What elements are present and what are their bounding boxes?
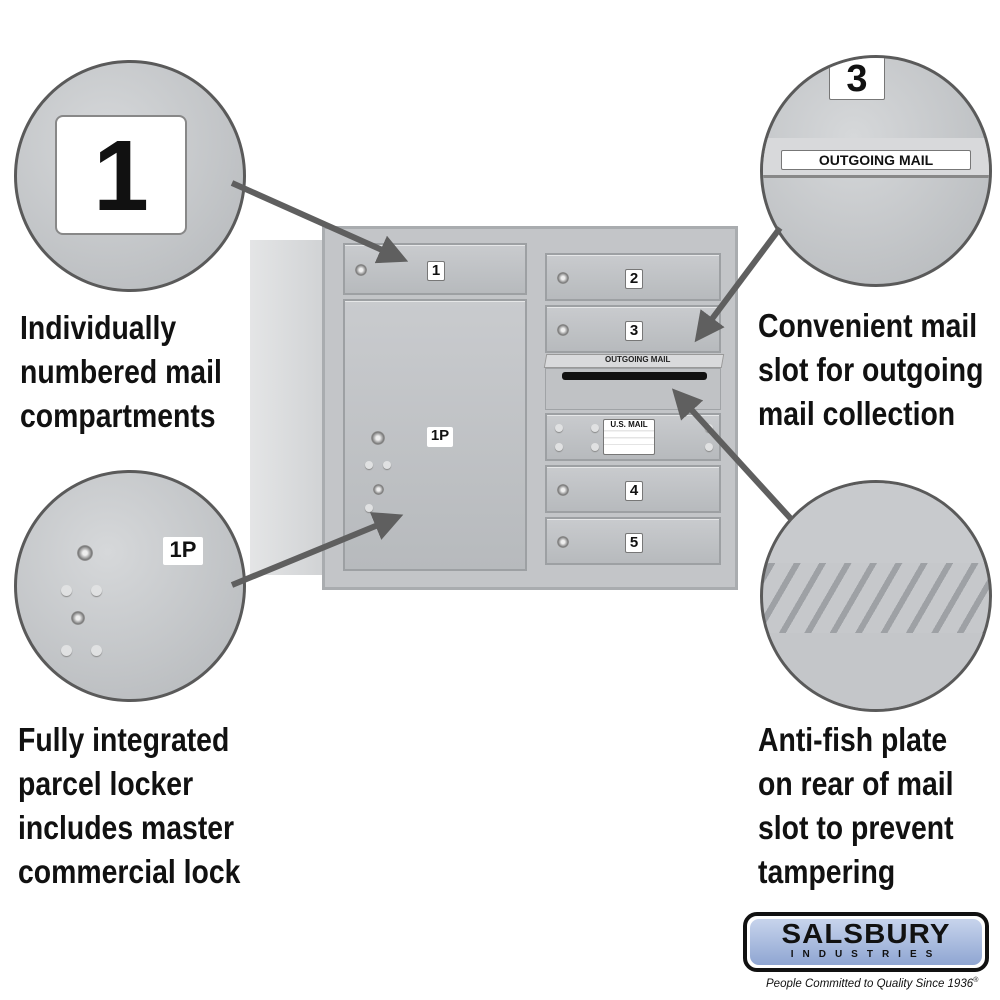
label-line: numbered mail xyxy=(20,353,222,390)
plate-surface xyxy=(763,633,989,709)
usmail-panel: U.S. MAIL xyxy=(545,413,721,461)
label-line: Anti-fish plate xyxy=(758,721,948,758)
usmail-label: U.S. MAIL xyxy=(603,419,655,455)
door-5[interactable]: 5 xyxy=(545,517,721,565)
salsbury-logo: SALSBURY INDUSTRIES xyxy=(743,912,989,972)
arrow-numbered xyxy=(230,180,409,264)
door-4[interactable]: 4 xyxy=(545,465,721,513)
label-line: parcel locker xyxy=(18,765,194,802)
label-line: tampering xyxy=(758,853,896,890)
label-parcel: Fully integrated parcel locker includes … xyxy=(18,718,240,894)
door-number: 3 xyxy=(625,321,643,341)
logo-plate: SALSBURY INDUSTRIES xyxy=(750,919,982,965)
dot xyxy=(91,585,102,596)
zoom-circle-outgoing: 3 OUTGOING MAIL xyxy=(760,55,992,287)
label-outgoing: Convenient mail slot for outgoing mail c… xyxy=(758,304,983,436)
label-line: Fully integrated xyxy=(18,721,230,758)
zoom-number-tag: 1 xyxy=(55,115,187,235)
dot xyxy=(555,443,563,451)
arrow-antifish xyxy=(671,388,795,523)
dot xyxy=(591,424,599,432)
dot xyxy=(705,443,713,451)
label-line: Individually xyxy=(20,309,177,346)
label-line: slot to prevent xyxy=(758,809,954,846)
zoom-parcel-tag: 1P xyxy=(163,537,203,565)
lock-icon xyxy=(557,484,569,496)
arrow-outgoing xyxy=(694,226,783,343)
label-line: mail collection xyxy=(758,395,956,432)
logo-sub: INDUSTRIES xyxy=(790,949,942,960)
label-line: on rear of mail xyxy=(758,765,954,802)
lock-icon xyxy=(77,545,93,561)
door-2[interactable]: 2 xyxy=(545,253,721,301)
dot xyxy=(365,504,373,512)
dot xyxy=(61,645,72,656)
arrow-parcel xyxy=(230,512,404,588)
label-line: slot for outgoing xyxy=(758,351,984,388)
parcel-tag: 1P xyxy=(427,427,453,447)
lock-icon xyxy=(557,536,569,548)
dot xyxy=(383,461,391,469)
dot xyxy=(365,461,373,469)
dot xyxy=(555,424,563,432)
dot xyxy=(61,585,72,596)
logo-name: SALSBURY xyxy=(781,918,951,949)
plate-surface xyxy=(763,483,989,563)
dot xyxy=(91,645,102,656)
label-line: commercial lock xyxy=(18,853,241,890)
outgoing-slot-label: OUTGOING MAIL xyxy=(605,355,671,364)
lock-icon xyxy=(557,324,569,336)
lock-icon xyxy=(557,272,569,284)
lock-icon xyxy=(371,431,385,445)
door-number: 1 xyxy=(427,261,445,281)
zoom-door-number: 3 xyxy=(829,58,885,100)
registered-mark: ® xyxy=(973,977,979,984)
door-number: 2 xyxy=(625,269,643,289)
dot xyxy=(591,443,599,451)
label-line: compartments xyxy=(20,397,216,434)
door-3[interactable]: 3 xyxy=(545,305,721,353)
label-antifish: Anti-fish plate on rear of mail slot to … xyxy=(758,718,954,894)
door-number: 5 xyxy=(625,533,643,553)
door-number: 4 xyxy=(625,481,643,501)
lock-icon xyxy=(355,264,367,276)
logo-tagline: People Committed to Quality Since 1936® xyxy=(766,977,978,990)
mail-slot-opening[interactable] xyxy=(562,372,707,380)
mailbox-frame: 1 1P 2 3 OUTGOING MAIL U.S. MAIL 4 5 xyxy=(322,226,738,590)
door-1[interactable]: 1 xyxy=(343,243,527,295)
lock-icon xyxy=(71,611,85,625)
zoom-circle-antifish xyxy=(760,480,992,712)
label-line: includes master xyxy=(18,809,235,846)
zoom-outgoing-label: OUTGOING MAIL xyxy=(781,150,971,170)
zoom-circle-number: 1 xyxy=(14,60,246,292)
lock-icon xyxy=(373,484,384,495)
zoom-circle-parcel: 1P xyxy=(14,470,246,702)
label-numbered: Individually numbered mail compartments xyxy=(20,306,222,438)
label-line: Convenient mail xyxy=(758,307,978,344)
tagline-text: People Committed to Quality Since 1936 xyxy=(766,977,974,990)
mailbox-side xyxy=(250,240,330,575)
